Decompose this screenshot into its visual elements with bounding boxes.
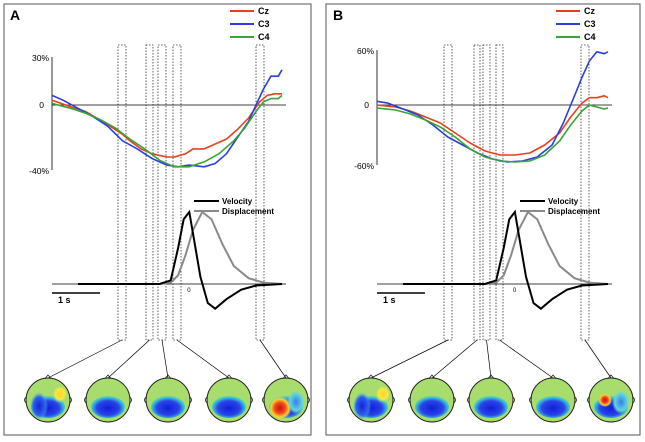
topomap xyxy=(24,374,72,423)
ytick-label-zero: 0 xyxy=(39,100,44,110)
trace-legend-label-displacement: Displacement xyxy=(222,207,274,216)
topomap-ears xyxy=(467,396,515,404)
topomap-blue-region xyxy=(212,396,246,418)
topomap-outline xyxy=(263,377,309,423)
topomap-nose xyxy=(428,374,436,379)
ytick-label-top: 30% xyxy=(32,53,49,63)
topomap-ears xyxy=(144,396,192,404)
panel-label: B xyxy=(333,7,343,23)
topomap-connector xyxy=(259,339,287,379)
topomap-nose xyxy=(367,374,375,379)
topomap-outline xyxy=(25,377,71,423)
trace-legend-label-displacement: Displacement xyxy=(548,207,600,216)
ytick-label-bottom: -40% xyxy=(29,166,49,176)
onset-tick-label: 0 xyxy=(513,288,517,294)
legend-label-C3: C3 xyxy=(258,19,270,29)
trace-legend-label-velocity: Velocity xyxy=(548,197,579,206)
topomap-ears xyxy=(408,396,456,404)
topomap-blue-region xyxy=(474,396,508,418)
topomap-nose xyxy=(104,374,112,379)
topomap-connector xyxy=(161,339,169,379)
legend-label-Cz: Cz xyxy=(258,6,269,16)
topomap xyxy=(587,374,635,423)
topomap-blue-lobe xyxy=(30,392,48,420)
topomap xyxy=(347,374,395,423)
topomap-outline xyxy=(530,377,576,423)
series-line-Cz xyxy=(376,95,609,156)
analysis-window xyxy=(495,44,504,341)
topomap-connector xyxy=(47,339,123,379)
series-line-C4 xyxy=(376,104,609,163)
scale-bar-label: 1 s xyxy=(58,295,71,305)
topomap-blue-right xyxy=(612,390,630,414)
series-line-C4 xyxy=(51,94,283,168)
ytick-label-bottom: -60% xyxy=(354,161,374,171)
topomap-yellow-region xyxy=(52,385,68,403)
series-line-C3 xyxy=(51,69,283,168)
ytick-label-zero: 0 xyxy=(364,100,369,110)
legend-label-C4: C4 xyxy=(584,32,596,42)
ytick-label-top: 60% xyxy=(357,46,374,56)
topomap-connector xyxy=(431,339,478,379)
topomap-outline xyxy=(145,377,191,423)
topomap xyxy=(408,374,456,423)
topomap-blue-lobe xyxy=(353,392,371,420)
legend-label-C4: C4 xyxy=(258,32,270,42)
topomap-connector xyxy=(584,339,612,379)
topomap-blue-region xyxy=(151,396,185,418)
topomap-red-region xyxy=(268,396,292,420)
legend-label-Cz: Cz xyxy=(584,6,595,16)
topomap xyxy=(144,374,192,423)
topomap-nose xyxy=(487,374,495,379)
topomap-connector xyxy=(370,339,449,379)
topomap-connector xyxy=(486,339,492,379)
topomap-nose xyxy=(607,374,615,379)
topomap-ears xyxy=(24,396,72,404)
topomap-nose xyxy=(549,374,557,379)
topomap-outline xyxy=(206,377,252,423)
panel-border xyxy=(3,3,312,436)
topomap-ears xyxy=(529,396,577,404)
topomap-outline xyxy=(588,377,634,423)
topomap-connector xyxy=(176,339,230,379)
topomap-nose xyxy=(164,374,172,379)
topomap-nose xyxy=(225,374,233,379)
topomap-yellow-region xyxy=(375,385,391,403)
topomap xyxy=(205,374,253,423)
topomap-ears xyxy=(262,396,310,404)
topomap xyxy=(467,374,515,423)
topomap-ears xyxy=(205,396,253,404)
topomap-nose xyxy=(282,374,290,379)
topomap-red-region xyxy=(598,393,612,407)
trace-legend-label-velocity: Velocity xyxy=(222,197,253,206)
topomap-blue-right xyxy=(287,390,305,414)
topomap xyxy=(529,374,577,423)
panel-label: A xyxy=(10,7,20,23)
velocity-trace xyxy=(403,209,609,310)
topomap-ears xyxy=(84,396,132,404)
topomap xyxy=(84,374,132,423)
onset-tick-label: 0 xyxy=(187,288,191,294)
topomap-connector xyxy=(107,339,150,379)
topomap-nose xyxy=(44,374,52,379)
scale-bar-label: 1 s xyxy=(383,295,396,305)
topomap-connector xyxy=(499,339,554,379)
topomap-outline xyxy=(85,377,131,423)
topomap xyxy=(262,374,310,423)
topomap-outline xyxy=(468,377,514,423)
topomap-outline xyxy=(409,377,455,423)
analysis-window xyxy=(145,44,154,341)
topomap-blue-region xyxy=(91,396,125,418)
topomap-blue-region xyxy=(415,396,449,418)
topomap-ears xyxy=(347,396,395,404)
topomap-ears xyxy=(587,396,635,404)
velocity-trace xyxy=(78,209,283,310)
analysis-window xyxy=(482,44,491,341)
legend-label-C3: C3 xyxy=(584,19,596,29)
topomap-blue-region xyxy=(536,396,570,418)
topomap-outline xyxy=(348,377,394,423)
